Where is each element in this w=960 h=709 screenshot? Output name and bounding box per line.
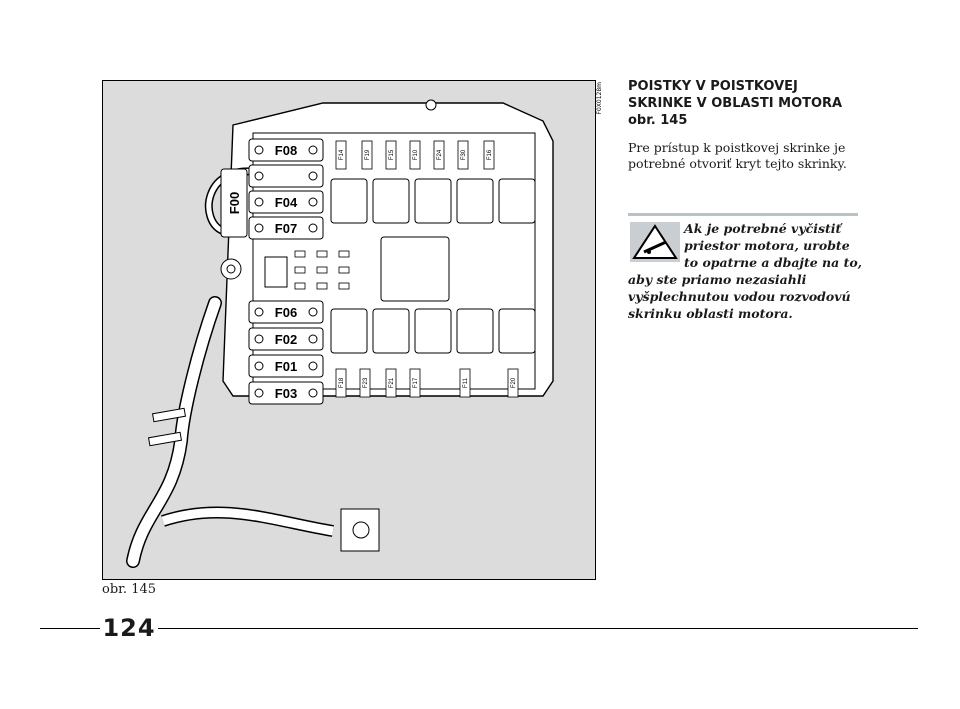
large-fuse bbox=[248, 164, 324, 188]
mini-fuse-label: F19 bbox=[365, 149, 371, 160]
large-fuse: F06 bbox=[248, 300, 324, 324]
large-fuse-label: F07 bbox=[275, 221, 297, 236]
mini-fuse bbox=[335, 140, 347, 170]
fuse-screw bbox=[254, 361, 264, 371]
mini-fuse bbox=[409, 140, 421, 170]
main-cable bbox=[127, 297, 221, 567]
large-fuse-body bbox=[248, 300, 324, 324]
fuse-screw bbox=[308, 307, 318, 317]
large-fuse-label: F04 bbox=[275, 195, 298, 210]
large-fuse-body bbox=[248, 354, 324, 378]
page-rule-right bbox=[158, 628, 918, 629]
warning-divider bbox=[628, 213, 858, 216]
large-fuse-body bbox=[248, 138, 324, 162]
large-fuse-body bbox=[248, 216, 324, 240]
mini-fuse bbox=[433, 140, 445, 170]
section-title-text: POISTKY V POISTKOVEJ SKRINKE V OBLASTI M… bbox=[628, 79, 843, 111]
mini-fuse bbox=[459, 368, 471, 398]
main-relay bbox=[380, 236, 450, 302]
mini-fuse-label: F11 bbox=[463, 377, 469, 388]
fuse-screw bbox=[308, 388, 318, 398]
mini-fuse bbox=[409, 368, 421, 398]
cable-ring bbox=[151, 407, 187, 423]
mini-fuse bbox=[385, 140, 397, 170]
large-fuse-body bbox=[248, 164, 324, 188]
side-fuse bbox=[220, 168, 248, 238]
mini-fuse bbox=[359, 368, 371, 398]
mini-fuse bbox=[457, 140, 469, 170]
large-fuse-body bbox=[248, 327, 324, 351]
mini-fuse-label: F30 bbox=[461, 149, 467, 160]
large-fuse-label: F02 bbox=[275, 332, 297, 347]
large-fuse: F02 bbox=[248, 327, 324, 351]
ground-lug-hole bbox=[352, 521, 370, 539]
large-fuse-body bbox=[248, 381, 324, 405]
large-fuse: F07 bbox=[248, 216, 324, 240]
warning-triangle-icon bbox=[630, 222, 680, 262]
large-fuse: F04 bbox=[248, 190, 324, 214]
fuse-screw bbox=[308, 197, 318, 207]
mini-fuse-label: F10 bbox=[413, 149, 419, 160]
fuse-screw bbox=[308, 223, 318, 233]
mini-fuse-label: F14 bbox=[339, 149, 345, 160]
page-number: 124 bbox=[102, 614, 156, 642]
fuse-screw bbox=[254, 145, 264, 155]
mini-fuse-label: F21 bbox=[389, 377, 395, 388]
cable-ring bbox=[147, 431, 183, 447]
mini-fuse-label: F16 bbox=[487, 149, 493, 160]
fuse-screw bbox=[254, 388, 264, 398]
figure-caption: obr. 145 bbox=[102, 582, 157, 597]
fuse-screw bbox=[254, 307, 264, 317]
large-fuse: F01 bbox=[248, 354, 324, 378]
mount-hole bbox=[425, 99, 437, 111]
fuse-screw bbox=[308, 334, 318, 344]
large-fuse-label: F01 bbox=[275, 359, 297, 374]
mini-fuse-block bbox=[294, 250, 350, 290]
relay-row-bottom bbox=[330, 308, 536, 354]
connector-socket bbox=[264, 256, 288, 288]
large-fuse: F03 bbox=[248, 381, 324, 405]
fuse-screw bbox=[308, 361, 318, 371]
fuse-screw bbox=[308, 171, 318, 181]
section-title-ref: obr. 145 bbox=[628, 113, 688, 128]
warning-text: Ak je potrebné vyčistiť priestor motora,… bbox=[628, 220, 864, 322]
large-fuse-label: F08 bbox=[275, 143, 297, 158]
fuse-screw bbox=[254, 197, 264, 207]
section-title: POISTKY V POISTKOVEJ SKRINKE V OBLASTI M… bbox=[628, 78, 858, 129]
mini-fuse bbox=[507, 368, 519, 398]
fuse-screw bbox=[254, 334, 264, 344]
intro-text: Pre prístup k poistkovej skrinke je potr… bbox=[628, 140, 847, 171]
mini-fuse bbox=[335, 368, 347, 398]
ground-cable bbox=[161, 507, 334, 536]
large-fuse: F08 bbox=[248, 138, 324, 162]
mini-fuse bbox=[385, 368, 397, 398]
large-fuse-label: F03 bbox=[275, 386, 297, 401]
large-fuse-label: F06 bbox=[275, 305, 297, 320]
mini-fuse bbox=[483, 140, 495, 170]
mini-fuse-label: F23 bbox=[363, 377, 369, 388]
mini-fuse-label: F15 bbox=[389, 149, 395, 160]
mini-fuse-label: F20 bbox=[511, 377, 517, 388]
page-rule-left bbox=[40, 628, 100, 629]
fuse-screw bbox=[254, 171, 264, 181]
fuse-screw bbox=[254, 223, 264, 233]
warning-text-content: Ak je potrebné vyčistiť priestor motora,… bbox=[628, 221, 863, 321]
figure-code: F0X0128m bbox=[596, 82, 603, 115]
side-fuse-label: F00 bbox=[227, 192, 242, 214]
terminal-bolt bbox=[226, 264, 236, 274]
mini-fuse-label: F17 bbox=[413, 377, 419, 388]
mini-fuse-label: F24 bbox=[437, 149, 443, 160]
large-fuse-body bbox=[248, 190, 324, 214]
mini-fuse bbox=[361, 140, 373, 170]
mini-fuse-label: F18 bbox=[339, 377, 345, 388]
fuse-screw bbox=[308, 145, 318, 155]
relay-row-top bbox=[330, 178, 536, 224]
